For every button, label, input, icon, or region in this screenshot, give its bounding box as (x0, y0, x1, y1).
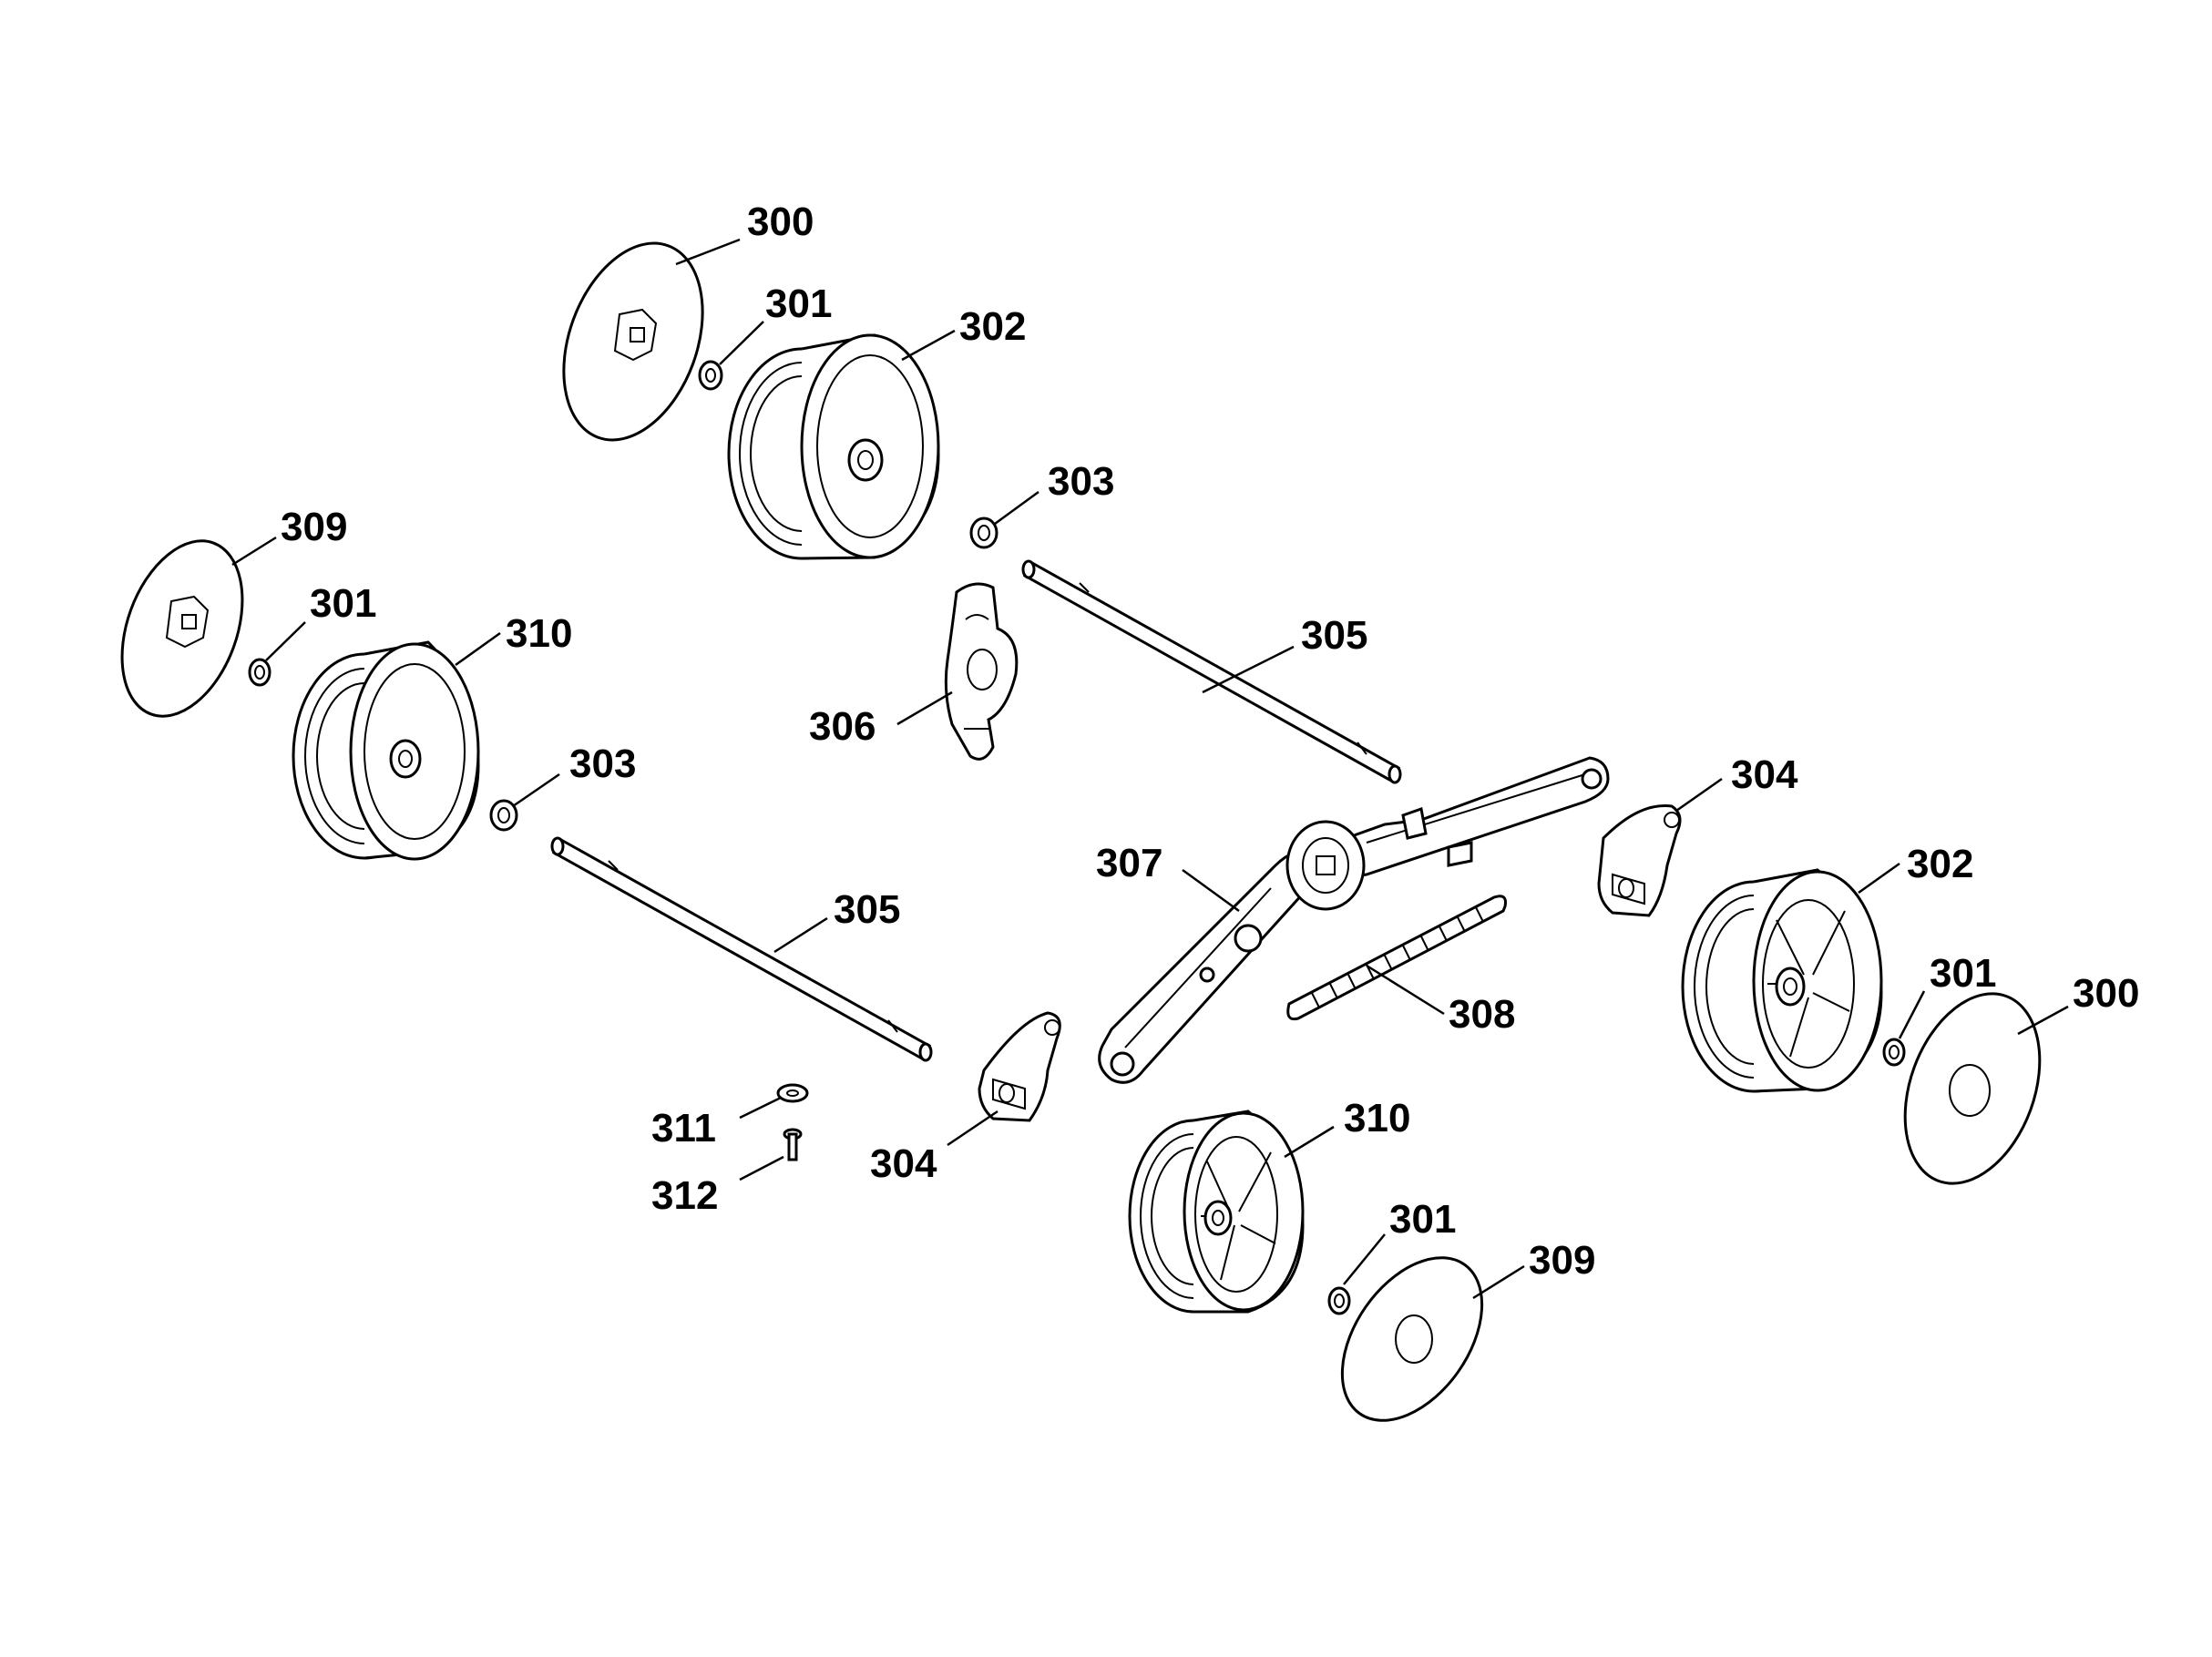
callout-301-bottom: 301 (1389, 1197, 1456, 1242)
callout-311: 311 (651, 1106, 716, 1151)
callout-labels: 300 301 302 303 309 301 310 305 306 303 … (281, 199, 2139, 1283)
callout-300-top: 300 (747, 199, 814, 244)
callout-302-top: 302 (959, 304, 1026, 349)
callout-310-bottom: 310 (1344, 1096, 1410, 1140)
spring-308 (1286, 895, 1507, 1021)
callout-301-right: 301 (1930, 951, 1996, 996)
washer-301-top (698, 360, 723, 391)
washer-303-top (969, 517, 998, 549)
wheel-310-left (292, 640, 480, 861)
callout-305-lower: 305 (834, 887, 900, 932)
callout-303-top: 303 (1048, 459, 1114, 504)
wheel-310-bottom (1128, 1110, 1305, 1314)
callout-305-upper: 305 (1301, 613, 1367, 658)
callout-304-lower: 304 (870, 1141, 937, 1186)
hub-cap-309-left (120, 539, 244, 718)
wheel-302-top (727, 333, 940, 560)
callout-309-left: 309 (281, 505, 347, 549)
hub-cap-309-bottom (1340, 1256, 1484, 1422)
bracket-304-right (1597, 803, 1682, 917)
washer-311 (776, 1083, 809, 1103)
wheel-302-right (1681, 868, 1883, 1093)
callout-303-left: 303 (569, 742, 636, 786)
hub-cap-300-right (1903, 992, 2042, 1185)
axle-305-upper (1021, 559, 1402, 784)
bracket-306 (944, 582, 1019, 761)
callout-309-bottom: 309 (1529, 1238, 1595, 1283)
callout-306: 306 (809, 704, 876, 749)
callout-307: 307 (1096, 841, 1162, 885)
bracket-304-lower (978, 1011, 1061, 1122)
washer-301-left (248, 658, 271, 687)
callout-301-top: 301 (765, 281, 832, 326)
callout-308: 308 (1449, 992, 1515, 1037)
callout-310-left: 310 (506, 611, 572, 656)
hub-cap-300-top (562, 241, 704, 442)
washer-301-right (1882, 1038, 1906, 1067)
washer-301-bottom (1327, 1286, 1351, 1315)
callout-304-right: 304 (1731, 752, 1798, 797)
lever-arm-307 (1098, 756, 1610, 1084)
callout-312: 312 (651, 1173, 718, 1218)
callout-300-right: 300 (2073, 971, 2139, 1016)
washer-303-left (489, 799, 518, 832)
leader-lines (231, 238, 2069, 1300)
callout-302-right: 302 (1907, 842, 1973, 886)
callout-301-left: 301 (310, 581, 376, 626)
axle-305-lower (550, 836, 933, 1062)
screw-312 (783, 1128, 803, 1161)
